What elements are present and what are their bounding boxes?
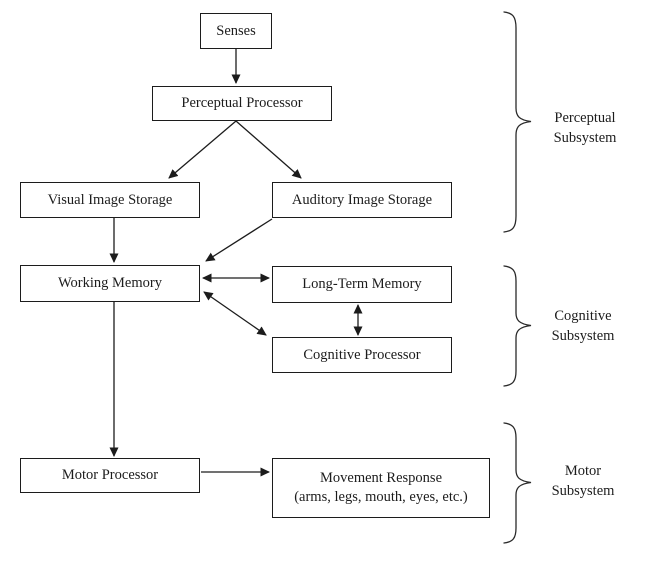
box-senses: Senses xyxy=(200,13,272,49)
box-movement-response-sublabel: (arms, legs, mouth, eyes, etc.) xyxy=(294,489,468,505)
box-auditory-image-storage-label: Auditory Image Storage xyxy=(291,191,433,208)
label-cognitive-subsystem: Cognitive Subsystem xyxy=(528,307,638,346)
box-visual-image-storage-label: Visual Image Storage xyxy=(47,191,173,208)
label-motor-subsystem: Motor Subsystem xyxy=(528,462,638,501)
brace-perceptual-subsystem xyxy=(503,11,532,233)
arrow-working-memory-cognitive-processor xyxy=(203,291,267,336)
label-motor-subsystem-line1: Motor xyxy=(564,463,602,479)
label-cognitive-subsystem-line2: Subsystem xyxy=(551,327,615,344)
box-perceptual-processor: Perceptual Processor xyxy=(152,86,332,121)
box-visual-image-storage: Visual Image Storage xyxy=(20,182,200,218)
box-motor-processor-label: Motor Processor xyxy=(61,467,159,483)
label-cognitive-subsystem-line1: Cognitive xyxy=(554,308,612,324)
box-movement-response: Movement Response (arms, legs, mouth, ey… xyxy=(272,458,490,518)
box-cognitive-processor-label: Cognitive Processor xyxy=(303,346,421,363)
arrow-auditory-to-working-memory xyxy=(205,218,273,262)
box-movement-response-label: Movement Response xyxy=(319,470,443,486)
box-auditory-image-storage: Auditory Image Storage xyxy=(272,182,452,218)
box-senses-label: Senses xyxy=(216,22,256,39)
box-motor-processor: Motor Processor xyxy=(20,458,200,493)
box-cognitive-processor: Cognitive Processor xyxy=(272,337,452,373)
label-perceptual-subsystem-line2: Subsystem xyxy=(553,129,617,146)
label-motor-subsystem-line2: Subsystem xyxy=(551,482,615,499)
box-working-memory-label: Working Memory xyxy=(58,275,162,291)
arrow-perceptual-to-visual xyxy=(168,120,237,179)
label-perceptual-subsystem: Perceptual Subsystem xyxy=(530,109,640,148)
box-long-term-memory: Long-Term Memory xyxy=(272,266,452,303)
brace-motor-subsystem xyxy=(503,422,532,544)
box-working-memory: Working Memory xyxy=(20,265,200,302)
box-perceptual-processor-label: Perceptual Processor xyxy=(181,95,303,111)
label-perceptual-subsystem-line1: Perceptual xyxy=(554,110,616,126)
box-long-term-memory-label: Long-Term Memory xyxy=(302,276,422,292)
brace-cognitive-subsystem xyxy=(503,265,532,387)
arrow-perceptual-to-auditory xyxy=(235,120,302,179)
